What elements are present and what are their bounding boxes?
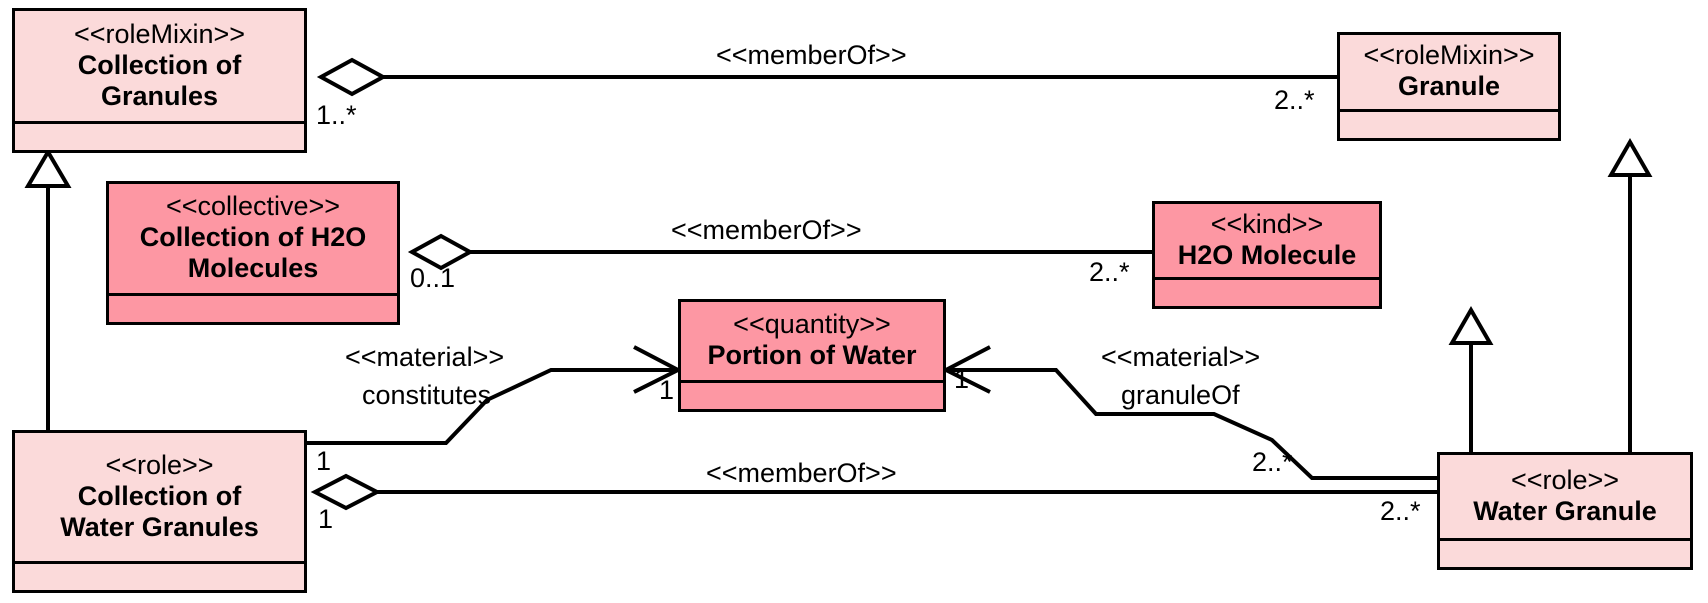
class-attributes-compartment [1155,277,1379,306]
class-name-line-2: Water Granules [60,511,259,542]
class-portion-of-water[interactable]: <<quantity>> Portion of Water [678,299,946,412]
class-attributes-compartment [15,561,304,590]
class-h2o-molecule[interactable]: <<kind>> H2O Molecule [1152,201,1382,309]
class-name-line-1: Collection of H2O [139,222,367,252]
class-stereotype: <<collective>> [165,191,341,221]
multiplicity-cog-to-granule: 1..* [316,100,357,130]
class-stereotype: <<quantity>> [733,309,891,339]
class-attributes-compartment [1340,109,1558,138]
class-attributes-compartment [681,380,943,409]
class-collection-of-water-granules[interactable]: <<role>> Collection of Water Granules [12,430,307,593]
class-header: <<role>> Water Granule [1440,455,1690,538]
class-header: <<role>> Collection of Water Granules [15,433,304,561]
multiplicity-portion-left: 1 [659,375,675,405]
multiplicity-h2o-from-coh2o: 2..* [1089,257,1130,287]
class-collection-of-h2o-molecules[interactable]: <<collective>> Collection of H2O Molecul… [106,181,400,325]
class-name-line-2: Molecules [187,253,319,283]
multiplicity-wg-memberof: 2..* [1380,496,1421,526]
multiplicity-cowg-constitutes: 1 [316,446,332,476]
multiplicity-wg-granuleof: 2..* [1252,447,1293,477]
class-stereotype: <<roleMixin>> [1363,40,1535,70]
edge-generalization-granule [1607,137,1653,452]
edge-generalization-collection [24,148,72,430]
edge-label-material-granuleof-name: granuleOf [1121,380,1240,410]
edge-label-material-constitutes-name: constitutes [362,380,492,410]
multiplicity-cowg-memberof: 1 [318,504,334,534]
class-name-line-1: Portion of Water [707,340,917,370]
edge-label-memberof-bottom: <<memberOf>> [706,458,897,488]
generalization-triangle [24,148,72,188]
class-header: <<collective>> Collection of H2O Molecul… [109,184,397,293]
class-name-line-1: Water Granule [1473,495,1657,526]
class-attributes-compartment [15,121,304,150]
class-attributes-compartment [1440,538,1690,567]
class-attributes-compartment [109,293,397,322]
class-header: <<quantity>> Portion of Water [681,302,943,380]
class-header: <<kind>> H2O Molecule [1155,204,1379,277]
edge-label-memberof-top: <<memberOf>> [716,40,907,70]
class-name-line-1: H2O Molecule [1177,239,1357,270]
class-header: <<roleMixin>> Granule [1340,35,1558,109]
shared-aggregation-diamond [316,57,388,97]
class-header: <<roleMixin>> Collection of Granules [15,11,304,121]
edge-generalization-h2o [1448,305,1494,452]
generalization-triangle [1448,305,1494,345]
edge-label-material-constitutes-stereotype: <<material>> [345,342,505,372]
multiplicity-portion-right: 1 [954,364,970,394]
multiplicity-coh2o-to-h2o: 0..1 [410,263,456,293]
class-stereotype: <<kind>> [1210,208,1324,239]
class-granule[interactable]: <<roleMixin>> Granule [1337,32,1561,141]
generalization-triangle [1607,137,1653,177]
class-name-line-1: Granule [1397,71,1501,101]
class-stereotype: <<role>> [105,449,214,480]
edge-label-material-granuleof-stereotype: <<material>> [1101,342,1261,372]
multiplicity-granule-from-cog: 2..* [1274,85,1315,115]
edge-label-memberof-middle: <<memberOf>> [671,215,862,245]
class-stereotype: <<roleMixin>> [73,18,246,49]
class-water-granule[interactable]: <<role>> Water Granule [1437,452,1693,570]
class-name-line-1: Collection of [77,49,242,80]
class-collection-of-granules[interactable]: <<roleMixin>> Collection of Granules [12,8,307,153]
class-stereotype: <<role>> [1510,464,1620,495]
class-name-line-2: Granules [100,80,219,111]
class-name-line-1: Collection of [77,480,242,511]
